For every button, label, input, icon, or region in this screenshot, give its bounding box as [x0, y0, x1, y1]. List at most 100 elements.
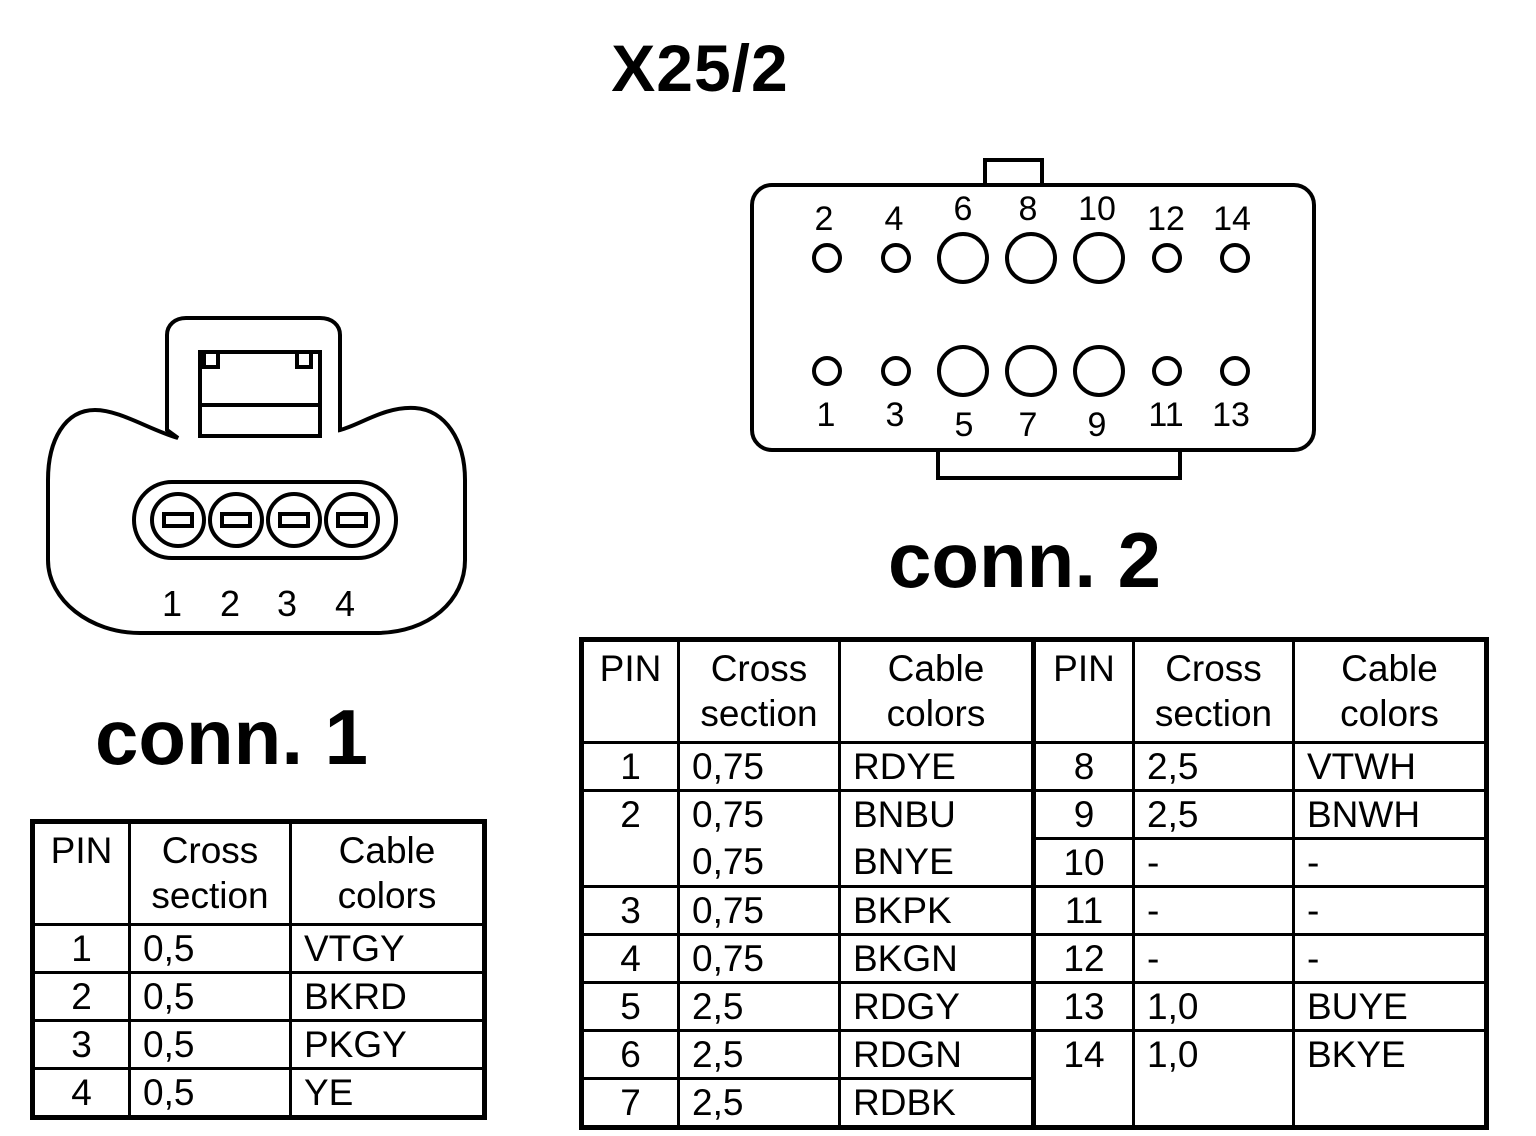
pin-cell: 5 — [580, 981, 680, 1032]
conn2-pin-label: 7 — [1019, 406, 1038, 444]
cable-color-cell: RDGY — [838, 981, 1035, 1032]
cable-color-cell: BUYE — [1292, 981, 1488, 1032]
cross-section-cell: 2,5 — [677, 1077, 841, 1129]
cross-section-cell: 0,5 — [128, 1067, 292, 1119]
header-cross-section: Cross section — [128, 820, 292, 926]
header-pin: PIN — [1031, 638, 1135, 744]
table-row: 0,75 BNYE 10 - - — [582, 837, 1488, 888]
header-cross-section: Cross section — [1132, 638, 1295, 744]
conn2-pin-label: 4 — [885, 200, 904, 238]
table-row: 3 0,75 BKPK 11 - - — [580, 885, 1488, 936]
conn2-pin-label: 13 — [1212, 396, 1250, 434]
cable-color-cell: RDBK — [838, 1077, 1035, 1129]
cable-color-cell: BNWH — [1292, 789, 1488, 840]
cable-color-cell: RDGN — [838, 1029, 1035, 1080]
cable-color-cell: BNYE — [838, 838, 1035, 888]
pin-cell: 13 — [1031, 981, 1135, 1032]
cable-color-cell: VTWH — [1292, 741, 1488, 792]
cable-color-cell: BKGN — [838, 933, 1035, 984]
conn2-pin-label: 11 — [1148, 396, 1183, 434]
pin-cell: 3 — [580, 885, 680, 936]
cross-section-cell: 1,0 — [1132, 1029, 1295, 1129]
cable-color-cell: BKPK — [838, 885, 1035, 936]
diagram-title: X25/2 — [611, 31, 789, 105]
cross-section-cell: 2,5 — [1132, 741, 1295, 792]
header-cable-colors: Cable colors — [1292, 638, 1488, 744]
conn2-pin-label: 8 — [1019, 190, 1038, 228]
pin-cell: 2 — [31, 971, 131, 1022]
header-cross-section: Cross section — [677, 638, 841, 744]
cable-color-cell: VTGY — [289, 923, 486, 974]
cross-section-cell: 1,0 — [1132, 981, 1295, 1032]
table-row: 3 0,5 PKGY — [31, 1019, 486, 1070]
cable-color-cell: BKRD — [289, 971, 486, 1022]
conn1-pin-label: 3 — [277, 583, 297, 624]
cross-section-cell: - — [1132, 837, 1295, 888]
cable-color-cell: YE — [289, 1067, 486, 1119]
cable-color-cell: - — [1292, 933, 1488, 984]
conn2-pin-label: 12 — [1147, 200, 1185, 238]
table-row: 2 0,75 BNBU 9 2,5 BNWH — [580, 789, 1488, 888]
connector-1-label: conn. 1 — [95, 693, 369, 781]
cable-color-cell: - — [1292, 885, 1488, 936]
cable-color-cell: BKYE — [1292, 1029, 1488, 1129]
conn2-pin-label: 2 — [815, 200, 834, 238]
cross-section-cell: 2,5 — [677, 1029, 841, 1080]
pin-cell: 7 — [580, 1077, 680, 1129]
header-pin: PIN — [580, 638, 680, 744]
cross-section-cell: 0,5 — [128, 1019, 292, 1070]
conn2-pin-label: 6 — [954, 190, 973, 228]
conn1-pin-label: 1 — [162, 583, 182, 624]
header-cable-colors: Cable colors — [289, 820, 486, 926]
conn2-pin-label: 10 — [1078, 190, 1116, 228]
cross-section-cell: 0,75 — [677, 933, 841, 984]
connector-2-label: conn. 2 — [888, 516, 1162, 604]
pin-cell: 9 — [1031, 789, 1135, 840]
cross-section-cell: 2,5 — [677, 981, 841, 1032]
cross-section-cell: 0,75 — [677, 885, 841, 936]
table-row: 1 0,75 RDYE 8 2,5 VTWH — [580, 741, 1488, 792]
pin-cell: 1 — [580, 741, 680, 792]
cross-section-cell: 0,75 — [677, 789, 841, 839]
cross-section-cell: 0,75 — [677, 838, 841, 888]
cross-section-cell: 0,5 — [128, 923, 292, 974]
cable-color-cell: - — [1292, 837, 1488, 888]
pin-cell: 4 — [580, 933, 680, 984]
table-row: 6 2,5 RDGN 14 1,0 BKYE — [580, 1029, 1488, 1129]
pin-cell: 12 — [1031, 933, 1135, 984]
cross-section-cell: 0,75 — [677, 741, 841, 792]
cable-color-cell: BNBU — [838, 789, 1035, 839]
table-row: 4 0,75 BKGN 12 - - — [580, 933, 1488, 984]
connector-1-drawing: 1 2 3 4 — [46, 316, 467, 635]
conn2-pin-label: 14 — [1213, 200, 1251, 238]
pin-cell: 4 — [31, 1067, 131, 1119]
table-row: 1 0,5 VTGY — [31, 923, 486, 974]
conn1-pin-label: 2 — [220, 583, 240, 624]
conn2-pin-label: 5 — [955, 406, 974, 444]
table-row: 7 2,5 RDBK — [580, 1077, 1487, 1129]
table-header-row: PIN Cross section Cable colors PIN Cross… — [580, 638, 1488, 744]
conn2-pin-label: 3 — [886, 396, 905, 434]
cross-section-cell: - — [1132, 933, 1295, 984]
connector-1-pin-table: PIN Cross section Cable colors 1 0,5 VTG… — [30, 819, 487, 1120]
table-row: 5 2,5 RDGY 13 1,0 BUYE — [580, 981, 1488, 1032]
pin-cell: 2 — [580, 789, 680, 888]
cable-color-cell: PKGY — [289, 1019, 486, 1070]
conn1-pin-label: 4 — [335, 583, 355, 624]
header-cable-colors: Cable colors — [838, 638, 1035, 744]
pin-cell: 8 — [1031, 741, 1135, 792]
connector-2-pin-table: PIN Cross section Cable colors PIN Cross… — [579, 637, 1489, 1130]
pin-cell: 3 — [31, 1019, 131, 1070]
table-row: 4 0,5 YE — [31, 1067, 486, 1119]
pin-cell: 14 — [1031, 1029, 1135, 1129]
pin-cell: 10 — [1031, 837, 1135, 888]
cross-section-cell: - — [1132, 885, 1295, 936]
pin-cell: 6 — [580, 1029, 680, 1080]
cross-section-cell: 0,5 — [128, 971, 292, 1022]
conn2-pin-label: 9 — [1088, 406, 1107, 444]
pin-cell: 1 — [31, 923, 131, 974]
cross-section-cell: 2,5 — [1132, 789, 1295, 840]
conn2-pin-label: 1 — [817, 396, 836, 434]
pin-cell: 11 — [1031, 885, 1135, 936]
header-pin: PIN — [31, 820, 131, 926]
